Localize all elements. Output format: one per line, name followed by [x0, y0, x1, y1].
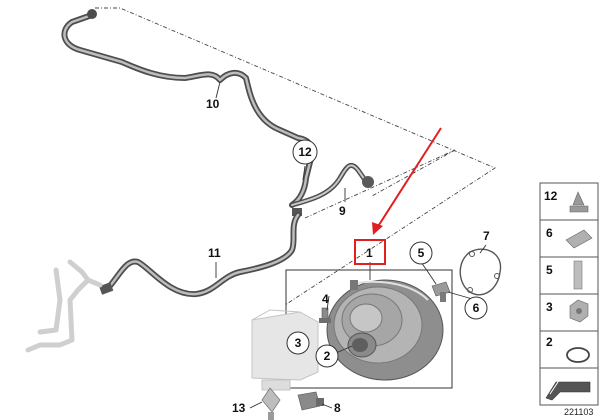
legend-label-12: 12 — [544, 189, 558, 203]
callout-10: 10 — [206, 97, 220, 111]
sensor-part-13[interactable] — [261, 387, 281, 420]
connector-part-8[interactable] — [297, 391, 324, 411]
legend-row-tool[interactable] — [545, 375, 591, 401]
legend-label-2: 2 — [546, 335, 553, 349]
o-ring-icon — [566, 347, 590, 363]
pin-icon — [573, 260, 583, 290]
highlight-arrow — [372, 127, 442, 235]
callout-3-circle: 3 — [286, 331, 310, 355]
master-cylinder-ghost — [251, 309, 319, 391]
legend-row-5[interactable]: 5 — [546, 260, 583, 290]
callout-3: 3 — [295, 336, 302, 350]
vacuum-hose-lower[interactable] — [98, 212, 301, 298]
tool-arrow-icon — [545, 381, 591, 401]
parts-legend: 12 6 5 3 2 — [539, 182, 599, 406]
legend-label-5: 5 — [546, 263, 553, 277]
callout-2: 2 — [324, 349, 331, 363]
callout-13: 13 — [232, 401, 246, 415]
dashed-frame — [95, 7, 496, 306]
bolt-part-4[interactable] — [319, 307, 331, 323]
gasket-part-7[interactable] — [459, 248, 502, 296]
legend-row-12[interactable]: 12 — [544, 189, 589, 213]
legend-label-3: 3 — [546, 300, 553, 314]
vacuum-hose-upper[interactable] — [61, 9, 374, 216]
brake-booster[interactable] — [326, 279, 444, 381]
callout-7: 7 — [483, 229, 490, 243]
hose-clamp-icon — [569, 191, 589, 213]
callout-8: 8 — [334, 401, 341, 415]
callout-12: 12 — [298, 145, 312, 159]
clip-icon — [565, 229, 593, 249]
callout-2-circle: 2 — [315, 344, 339, 368]
callout-4: 4 — [322, 292, 329, 306]
callout-5: 5 — [418, 246, 425, 260]
clip-part-5-6[interactable] — [431, 281, 451, 302]
callout-6-circle: 6 — [464, 296, 488, 320]
legend-row-2[interactable]: 2 — [546, 335, 590, 363]
callout-1: 1 — [366, 246, 373, 260]
callout-6: 6 — [473, 301, 480, 315]
highlight-box — [354, 239, 386, 265]
callout-9: 9 — [339, 204, 346, 218]
legend-label-6: 6 — [546, 226, 553, 240]
callout-5-circle: 5 — [409, 241, 433, 265]
diagram-id: 221103 — [564, 407, 593, 417]
legend-row-3[interactable]: 3 — [546, 299, 589, 323]
legend-row-6[interactable]: 6 — [546, 226, 593, 249]
pedal-bracket-ghost — [25, 259, 103, 353]
callout-12-circle: 12 — [292, 139, 318, 165]
callout-11: 11 — [208, 246, 221, 260]
